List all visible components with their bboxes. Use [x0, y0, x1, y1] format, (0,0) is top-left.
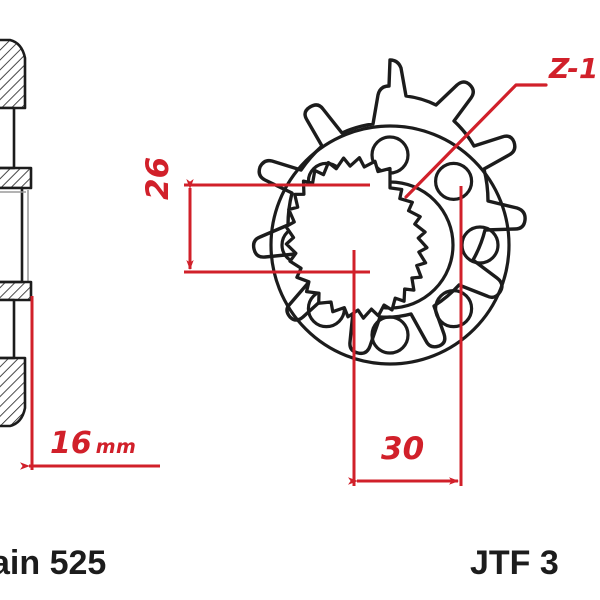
section-upper-web	[0, 106, 16, 170]
section-lower-tooth	[0, 356, 27, 428]
dimension-lines-group	[20, 83, 548, 486]
lightening-hole	[434, 289, 474, 329]
section-lower-flange	[0, 280, 33, 302]
face-view-group	[251, 58, 527, 366]
web-outer-circle	[269, 124, 511, 366]
section-upper-flange	[0, 166, 33, 190]
dimension-label-30: 30	[381, 431, 425, 467]
lightening-hole	[370, 315, 410, 355]
z1-leader-line	[404, 83, 548, 199]
section-upper-tooth	[0, 38, 27, 110]
dimension-16-unit: mm	[95, 436, 137, 458]
footer-part-number: JTF 3	[470, 544, 559, 582]
dimension-16-value: 16	[50, 426, 92, 461]
callout-label-z1: Z-1	[549, 52, 599, 85]
footer-chain-spec: ain 525	[0, 544, 107, 582]
section-view-group	[0, 38, 33, 428]
lightening-hole	[434, 161, 474, 201]
section-lower-web	[0, 298, 16, 360]
section-hub-barrel	[0, 186, 24, 284]
dimension-label-26: 26	[140, 156, 176, 200]
splined-bore	[284, 156, 429, 320]
